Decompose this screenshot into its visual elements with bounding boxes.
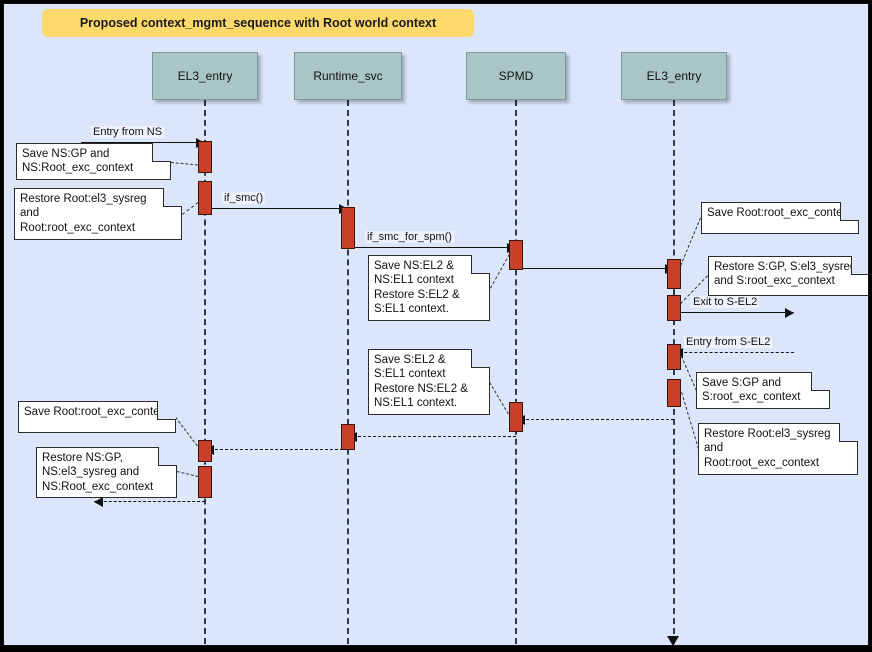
activation-bar-1 <box>198 141 212 173</box>
message-line-2 <box>212 208 348 209</box>
note-fold-corner-icon <box>839 423 858 442</box>
note-connector-4 <box>489 382 509 415</box>
note-connector-10 <box>176 471 198 477</box>
lifeline-2 <box>347 100 349 644</box>
note-connector-9 <box>175 417 198 447</box>
participant-box-3[interactable]: SPMD <box>466 52 566 100</box>
activation-bar-9 <box>509 402 523 432</box>
message-line-3 <box>355 247 516 248</box>
participant-box-2[interactable]: Runtime_svc <box>294 52 402 100</box>
message-label-2: if_smc() <box>222 192 266 204</box>
note-connector-5 <box>680 217 701 266</box>
note-connector-2 <box>182 202 199 215</box>
lifeline-4 <box>673 100 675 644</box>
message-line-10 <box>94 501 205 502</box>
activation-bar-8 <box>667 379 681 407</box>
note-text: Restore Root:el3_sysreg and Root:root_ex… <box>20 193 147 234</box>
activation-bar-7 <box>667 344 681 370</box>
note-connector-3 <box>490 254 510 289</box>
lifeline-end-arrowhead-icon <box>667 636 679 645</box>
diagram-title-banner: Proposed context_mgmt_sequence with Root… <box>42 9 474 37</box>
message-line-9 <box>205 449 348 450</box>
note-text: Save S:GP and S:root_exc_context <box>702 377 801 404</box>
message-line-5 <box>681 312 794 313</box>
message-line-1 <box>81 142 205 143</box>
participant-box-4[interactable]: EL3_entry <box>621 52 727 100</box>
note-box-10: Restore NS:GP, NS:el3_sysreg and NS:Root… <box>36 447 177 498</box>
note-fold-corner-icon <box>840 202 859 221</box>
note-box-5: Save Root:root_exc_context <box>701 202 859 234</box>
activation-bar-11 <box>198 440 212 462</box>
note-text: Save NS:GP and NS:Root_exc_context <box>22 148 134 175</box>
message-label-3: if_smc_for_spm() <box>365 231 454 243</box>
note-fold-corner-icon <box>851 256 868 275</box>
participant-label: EL3_entry <box>646 69 702 83</box>
lifeline-3 <box>515 100 517 644</box>
note-box-6: Restore S:GP, S:el3_sysreg and S:root_ex… <box>708 256 868 296</box>
message-label-6: Entry from S-EL2 <box>684 336 773 348</box>
activation-bar-4 <box>509 240 523 270</box>
note-connector-1 <box>170 161 198 165</box>
activation-bar-2 <box>198 181 212 215</box>
note-text: Save Root:root_exc_context <box>24 406 169 418</box>
note-box-9: Save Root:root_exc_context <box>18 401 176 433</box>
participant-label: EL3_entry <box>177 69 233 83</box>
sequence-diagram-canvas: Proposed context_mgmt_sequence with Root… <box>3 3 869 646</box>
note-text: Save Root:root_exc_context <box>707 207 852 219</box>
note-fold-corner-icon <box>163 188 182 207</box>
activation-bar-10 <box>341 424 355 450</box>
participant-label: Runtime_svc <box>313 69 383 83</box>
lifeline-1 <box>204 100 206 644</box>
participant-box-1[interactable]: EL3_entry <box>152 52 258 100</box>
activation-bar-6 <box>667 295 681 321</box>
note-text: Restore Root:el3_sysreg and Root:root_ex… <box>704 428 831 469</box>
message-line-4 <box>523 268 674 269</box>
note-box-7: Save S:GP and S:root_exc_context <box>696 372 830 409</box>
note-fold-corner-icon <box>471 349 490 368</box>
activation-bar-12 <box>198 466 212 498</box>
note-box-4: Save S:EL2 & S:EL1 context Restore NS:EL… <box>368 349 490 415</box>
note-fold-corner-icon <box>152 143 171 162</box>
note-connector-7 <box>681 355 697 391</box>
participant-label: SPMD <box>498 69 534 83</box>
note-box-8: Restore Root:el3_sysreg and Root:root_ex… <box>698 423 858 475</box>
note-box-2: Restore Root:el3_sysreg and Root:root_ex… <box>14 188 182 240</box>
message-line-6 <box>674 352 794 353</box>
note-text: Restore S:GP, S:el3_sysreg and S:root_ex… <box>714 261 857 288</box>
message-label-1: Entry from NS <box>91 126 165 138</box>
note-fold-corner-icon <box>471 255 490 274</box>
note-text: Restore NS:GP, NS:el3_sysreg and NS:Root… <box>42 452 154 493</box>
note-box-3: Save NS:EL2 & NS:EL1 context Restore S:E… <box>368 255 490 321</box>
note-box-1: Save NS:GP and NS:Root_exc_context <box>16 143 171 180</box>
message-arrowhead-10 <box>94 497 103 507</box>
message-line-7 <box>516 419 674 420</box>
activation-bar-5 <box>667 259 681 289</box>
note-text: Save S:EL2 & S:EL1 context Restore NS:EL… <box>374 354 468 409</box>
note-text: Save NS:EL2 & NS:EL1 context Restore S:E… <box>374 260 460 315</box>
note-fold-corner-icon <box>158 447 177 466</box>
activation-bar-3 <box>341 207 355 249</box>
message-line-8 <box>348 436 516 437</box>
note-fold-corner-icon <box>157 401 176 420</box>
note-fold-corner-icon <box>811 372 830 391</box>
message-label-5: Exit to S-EL2 <box>691 296 760 308</box>
message-arrowhead-5 <box>785 308 794 318</box>
